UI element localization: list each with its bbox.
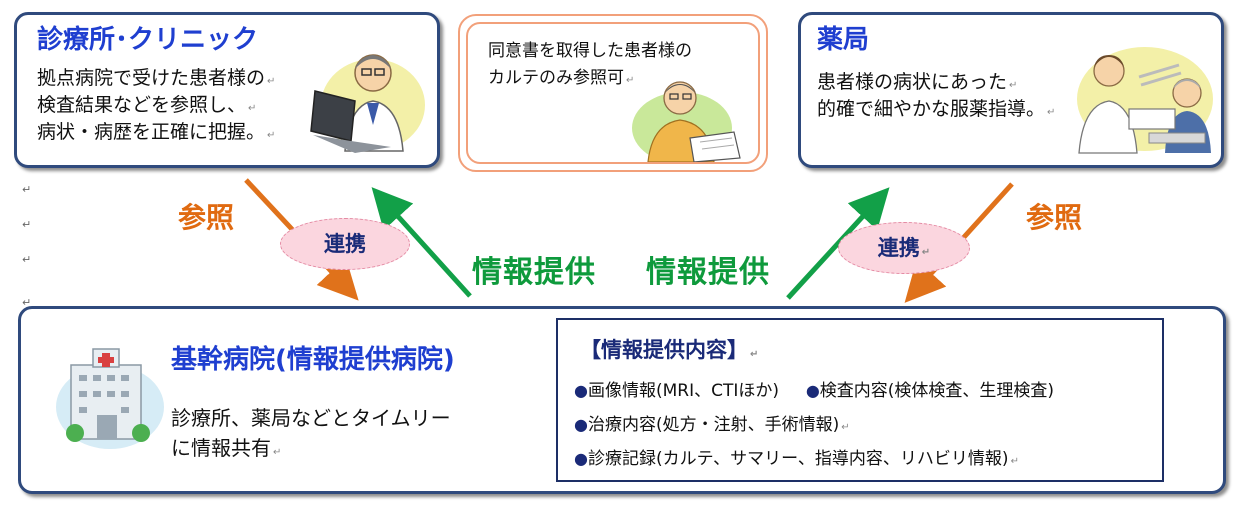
hospital-description: 診療所、薬局などとタイムリー に情報共有↵ [171,406,451,460]
right-provide-label: 情報提供 [646,255,770,290]
consent-box: 同意書を取得した患者様の カルテのみ参照可↵ [458,14,768,172]
clinic-box: 診療所･クリニック 拠点病院で受けた患者様の↵ 検査結果などを参照し、↵ 病状・… [14,12,440,168]
pharmacy-box: 薬局 患者様の病状にあった↵ 的確で細やかな服薬指導。↵ [798,12,1224,168]
info-item: 検査内容(検体検査、生理検査) [819,381,1055,401]
info-title-text: 【情報提供内容】 [580,338,748,362]
doctor-laptop-icon [310,54,425,153]
hospital-line: に情報共有 [171,436,271,460]
left-link-label: 連携 [324,232,366,256]
left-link-badge: 連携 [280,218,410,270]
clinic-line: 病状・病歴を正確に把握。 [37,121,266,143]
hospital-building-icon [56,348,164,449]
para-mark: ↵ [22,253,32,266]
pharmacy-line: 的確で細やかな服薬指導。 [817,98,1046,120]
right-link-label: 連携 [877,236,920,260]
info-row: ●治療内容(処方・注射、手術情報)↵ [574,415,850,435]
consent-inner-border [466,22,760,164]
clinic-line: 検査結果などを参照し、 [37,94,247,116]
left-provide-arrow [371,187,472,298]
left-provide-label: 情報提供 [472,255,596,290]
info-title: 【情報提供内容】↵ [580,338,759,362]
consent-text: 同意書を取得した患者様の カルテのみ参照可↵ [488,41,692,88]
pharmacy-title: 薬局 [817,25,870,55]
para-mark: ↵ [22,218,32,231]
hospital-title: 基幹病院(情報提供病院) [171,345,455,375]
right-link-badge: 連携↵ [838,222,970,274]
info-item: 治療内容(処方・注射、手術情報) [587,415,840,435]
right-provide-arrow [786,187,890,300]
para-mark: ↵ [22,296,32,309]
pharmacist-icon [1077,47,1213,154]
clinic-line: 拠点病院で受けた患者様の [37,67,266,89]
right-reference-label: 参照 [1026,201,1083,234]
info-content-box: 【情報提供内容】↵ ●画像情報(MRI、CTIほか) ●検査内容(検体検査、生理… [556,318,1164,482]
hospital-line: 診療所、薬局などとタイムリー [171,406,451,430]
pharmacy-description: 患者様の病状にあった↵ 的確で細やかな服薬指導。↵ [817,71,1056,120]
left-reference-label: 参照 [178,201,235,234]
info-row: ●診療記録(カルテ、サマリー、指導内容、リハビリ情報)↵ [574,449,1019,469]
bullet-icon: ● [805,381,820,400]
para-mark: ↵ [22,183,32,196]
info-row: ●画像情報(MRI、CTIほか) ●検査内容(検体検査、生理検査) [574,376,1054,401]
patient-writing-icon [632,81,741,162]
consent-line: カルテのみ参照可 [488,68,624,88]
consent-line: 同意書を取得した患者様の [488,41,692,61]
info-item: 画像情報(MRI、CTIほか) [587,381,779,401]
clinic-title: 診療所･クリニック [37,25,259,55]
info-item: 診療記録(カルテ、サマリー、指導内容、リハビリ情報) [587,449,1009,469]
pharmacy-line: 患者様の病状にあった [817,71,1008,93]
bullet-icon: ● [574,415,588,434]
bullet-icon: ● [574,381,588,400]
bullet-icon: ● [574,449,588,468]
clinic-description: 拠点病院で受けた患者様の↵ 検査結果などを参照し、↵ 病状・病歴を正確に把握。↵ [37,67,276,143]
